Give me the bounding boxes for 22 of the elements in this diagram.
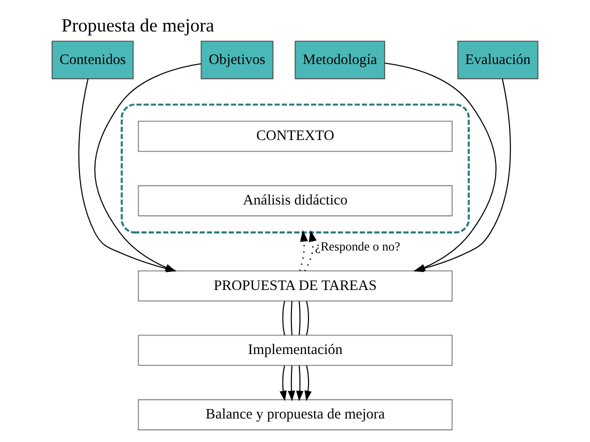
node-box: Implementación — [138, 334, 453, 366]
connector — [306, 301, 309, 336]
arrow — [304, 230, 317, 272]
connector — [298, 301, 300, 336]
node-box: Contenidos — [52, 40, 134, 80]
node-box: Metodología — [294, 40, 386, 80]
arrow — [288, 365, 296, 402]
diagram-title: Propuesta de mejora — [62, 15, 214, 36]
connector — [282, 301, 286, 336]
node-box: Evaluación — [457, 40, 538, 80]
node-box: CONTEXTO — [138, 120, 453, 152]
node-box: Análisis didáctico — [138, 185, 453, 216]
connector — [290, 301, 292, 336]
cluster — [120, 104, 470, 234]
arrow — [280, 365, 287, 402]
node-box: PROPUESTA DE TAREAS — [138, 270, 453, 302]
arrow — [304, 365, 312, 402]
edge-label: ¿Responde o no? — [315, 240, 400, 254]
arrow — [299, 230, 308, 271]
node-box: Balance y propuesta de mejora — [138, 399, 453, 430]
arrow — [296, 365, 304, 402]
node-box: Objetivos — [200, 40, 274, 80]
